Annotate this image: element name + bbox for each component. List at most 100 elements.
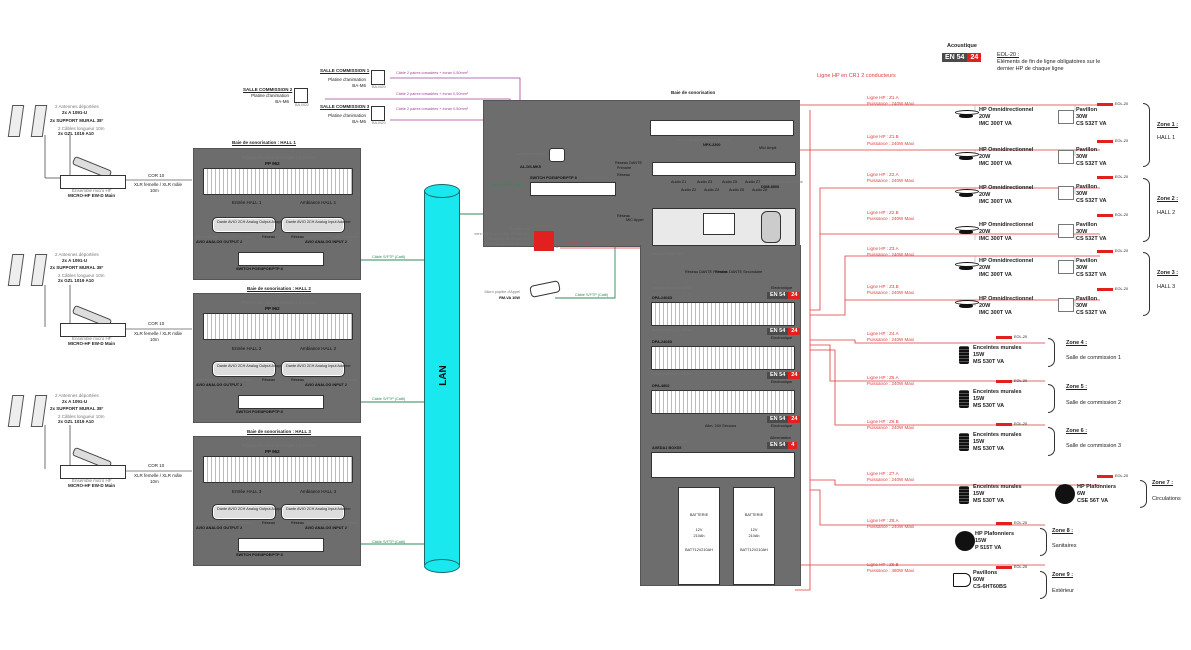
omni-speaker-icon xyxy=(955,226,979,234)
speaker-power: 6W xyxy=(1077,491,1086,497)
receiver-icon xyxy=(60,323,126,337)
mic-appel-label: MIC Appel xyxy=(626,218,644,222)
speaker-power: 30W xyxy=(1076,229,1088,235)
speaker-power: 15W xyxy=(973,352,985,358)
preamp-label: Préamplificateur 8 entrées / 2 sorties xyxy=(242,155,316,160)
mic-ensemble: Ensemble micro HF xyxy=(72,478,112,483)
network-switch xyxy=(238,252,324,266)
en54-caption: Electronique xyxy=(771,336,793,340)
speaker-type: Enceintes murales xyxy=(973,484,1022,490)
micro-pupitre-ref: RM-VA 10W xyxy=(499,296,520,300)
speaker-ref: IMC 300T VA xyxy=(979,199,1012,205)
speaker-type: HP Omnidirectionnel xyxy=(979,222,1034,228)
speaker-type: HP Plafonniers xyxy=(1077,484,1117,490)
zone-title: Zone 4 : xyxy=(1066,340,1088,346)
speaker-power: 20W xyxy=(979,303,991,309)
xlr-link-ref: COR 10 xyxy=(148,463,165,468)
amp-label: Amplificateur 4 x 240W xyxy=(652,328,692,332)
line-label: Ligne HP : Z2.B xyxy=(867,210,899,215)
mic-cable-ref: 2x GZL 1019 A10 xyxy=(58,278,94,283)
speaker-ref: CS 532T VA xyxy=(1076,121,1107,127)
pavilion-icon xyxy=(1058,260,1074,274)
micro-pupitre-label: Micro pupitre d'Appel xyxy=(484,290,520,294)
dante-input-module: Dante AVIO 2CH Analog Input Adapter xyxy=(281,504,351,520)
en54-caption: Electronique xyxy=(771,286,793,290)
commission-title: SALLE COMMISSION 3 xyxy=(320,104,370,109)
cr1-cable-label: 4G ou 2G CR1 xyxy=(566,241,592,245)
line-power: Puissance : 240W Maxi xyxy=(867,252,915,257)
en54-caption: Electronique xyxy=(771,380,793,384)
mic-antennas: 2 Antennes déportées xyxy=(55,393,99,398)
speaker-type: HP Omnidirectionnel xyxy=(979,185,1034,191)
main-bay-title: Baie de sonorisation xyxy=(671,90,716,95)
reseau-label: Réseau xyxy=(291,378,305,382)
animation-panel-icon xyxy=(371,106,385,121)
speaker-type: Pavillons xyxy=(973,570,998,576)
speaker-power: 15W xyxy=(973,439,985,445)
omni-speaker-icon xyxy=(955,152,979,160)
eol-title: EOL-20 : xyxy=(997,52,1020,58)
commission-line2: BA-M6 xyxy=(352,83,366,88)
eol-marker xyxy=(996,522,1012,525)
speaker-ref: CS 532T VA xyxy=(1076,310,1107,316)
dante-secondary-label: Réseau DANTE Secondaire xyxy=(715,270,763,274)
speaker-ref: IMC 300T VA xyxy=(979,161,1012,167)
zone-title: Zone 8 : xyxy=(1052,528,1074,534)
alim-caption: Alimentation xyxy=(770,436,791,440)
matrix-ref: DXM-8000 xyxy=(761,185,780,189)
en54-caption: Electronique xyxy=(771,424,793,428)
amp-ref: DPA-2404D xyxy=(652,340,673,344)
micro-cable-label: Câble S/FTP (Cat6) xyxy=(575,293,609,297)
dante-input-module: Dante AVIO 2CH Analog Input Adapter xyxy=(281,361,351,377)
speaker-power: 20W xyxy=(979,114,991,120)
line-z2a xyxy=(810,187,1100,311)
line-power: Puissance : 240W Maxi xyxy=(867,141,915,146)
commission-cable-label: Câble 2 paires torsadées + écran 0,50mm² xyxy=(396,71,469,75)
eol-desc-2: dernier HP de chaque ligne xyxy=(997,66,1064,72)
zone-title: Zone 9 : xyxy=(1052,572,1074,578)
mic-antenna-ref: 2x A 1091-U xyxy=(62,399,88,404)
speaker-ref: CS 532T VA xyxy=(1076,272,1107,278)
console-label: Console EVAM-TEC xyxy=(650,252,685,256)
acoustique-label: Acoustique xyxy=(947,43,977,49)
omni-speaker-icon xyxy=(955,300,979,308)
pavilion-icon xyxy=(1058,150,1074,164)
zone-brace xyxy=(1040,571,1047,599)
horn-speaker-icon xyxy=(953,573,971,587)
line-power: Puissance : 240W Maxi xyxy=(867,290,915,295)
dante-output-module: Dante AVIO 2CH Analog Output Adapter xyxy=(212,361,285,377)
zone-title: Zone 1 : xyxy=(1157,122,1179,128)
dante-output-module: Dante AVIO 2CH Analog Output Adapter xyxy=(212,504,285,520)
xlr-link-ref: COR 10 xyxy=(148,173,165,178)
speaker-type: HP Omnidirectionnel xyxy=(979,258,1034,264)
wall-speaker-icon xyxy=(959,433,969,451)
mic-antennas: 2 Antennes déportées xyxy=(55,252,99,257)
line-label: Ligne HP : Z4.A xyxy=(867,331,899,336)
wall-speaker-icon xyxy=(959,390,969,408)
conv-out-ref: AVIO ANALOG OUTPUT 2 xyxy=(196,383,243,387)
speaker-ref: IMC 300T VA xyxy=(979,272,1012,278)
contact-derangement: (Dérangement de l'ECSAV) xyxy=(483,242,530,246)
speaker-type: Enceintes murales xyxy=(973,432,1022,438)
eol-marker xyxy=(996,423,1012,426)
mic-ensemble-ref: MICRO-HF EW-D Main xyxy=(68,341,116,346)
main-network-switch xyxy=(530,182,616,196)
cat6-label: Câble S/FTP (Cat6) xyxy=(372,255,406,259)
line-label: Ligne HP : Z6.B xyxy=(867,419,899,424)
amp-ref: DPA-2404D xyxy=(652,296,673,300)
speaker-type: Pavillon xyxy=(1076,222,1098,228)
ceiling-speaker-icon xyxy=(1055,484,1075,504)
emergency-exit-icon xyxy=(534,231,554,251)
xlr-link-len: 10m xyxy=(150,188,159,193)
speaker-ref: CS 532T VA xyxy=(1076,161,1107,167)
commission-line1: Platine d'animation xyxy=(328,113,366,118)
switch-label: SWITCH POE/8POE/PTP 8 xyxy=(236,410,283,414)
zone-brace xyxy=(1140,480,1147,508)
reseau-label: Réseau xyxy=(617,173,631,177)
eol-marker xyxy=(1097,103,1113,106)
cat6-label: Câble S/FTP (Cat6) xyxy=(372,397,406,401)
line-label: Ligne HP : Z2.A xyxy=(867,172,899,177)
source-ref: NPX-2200 xyxy=(703,143,721,147)
